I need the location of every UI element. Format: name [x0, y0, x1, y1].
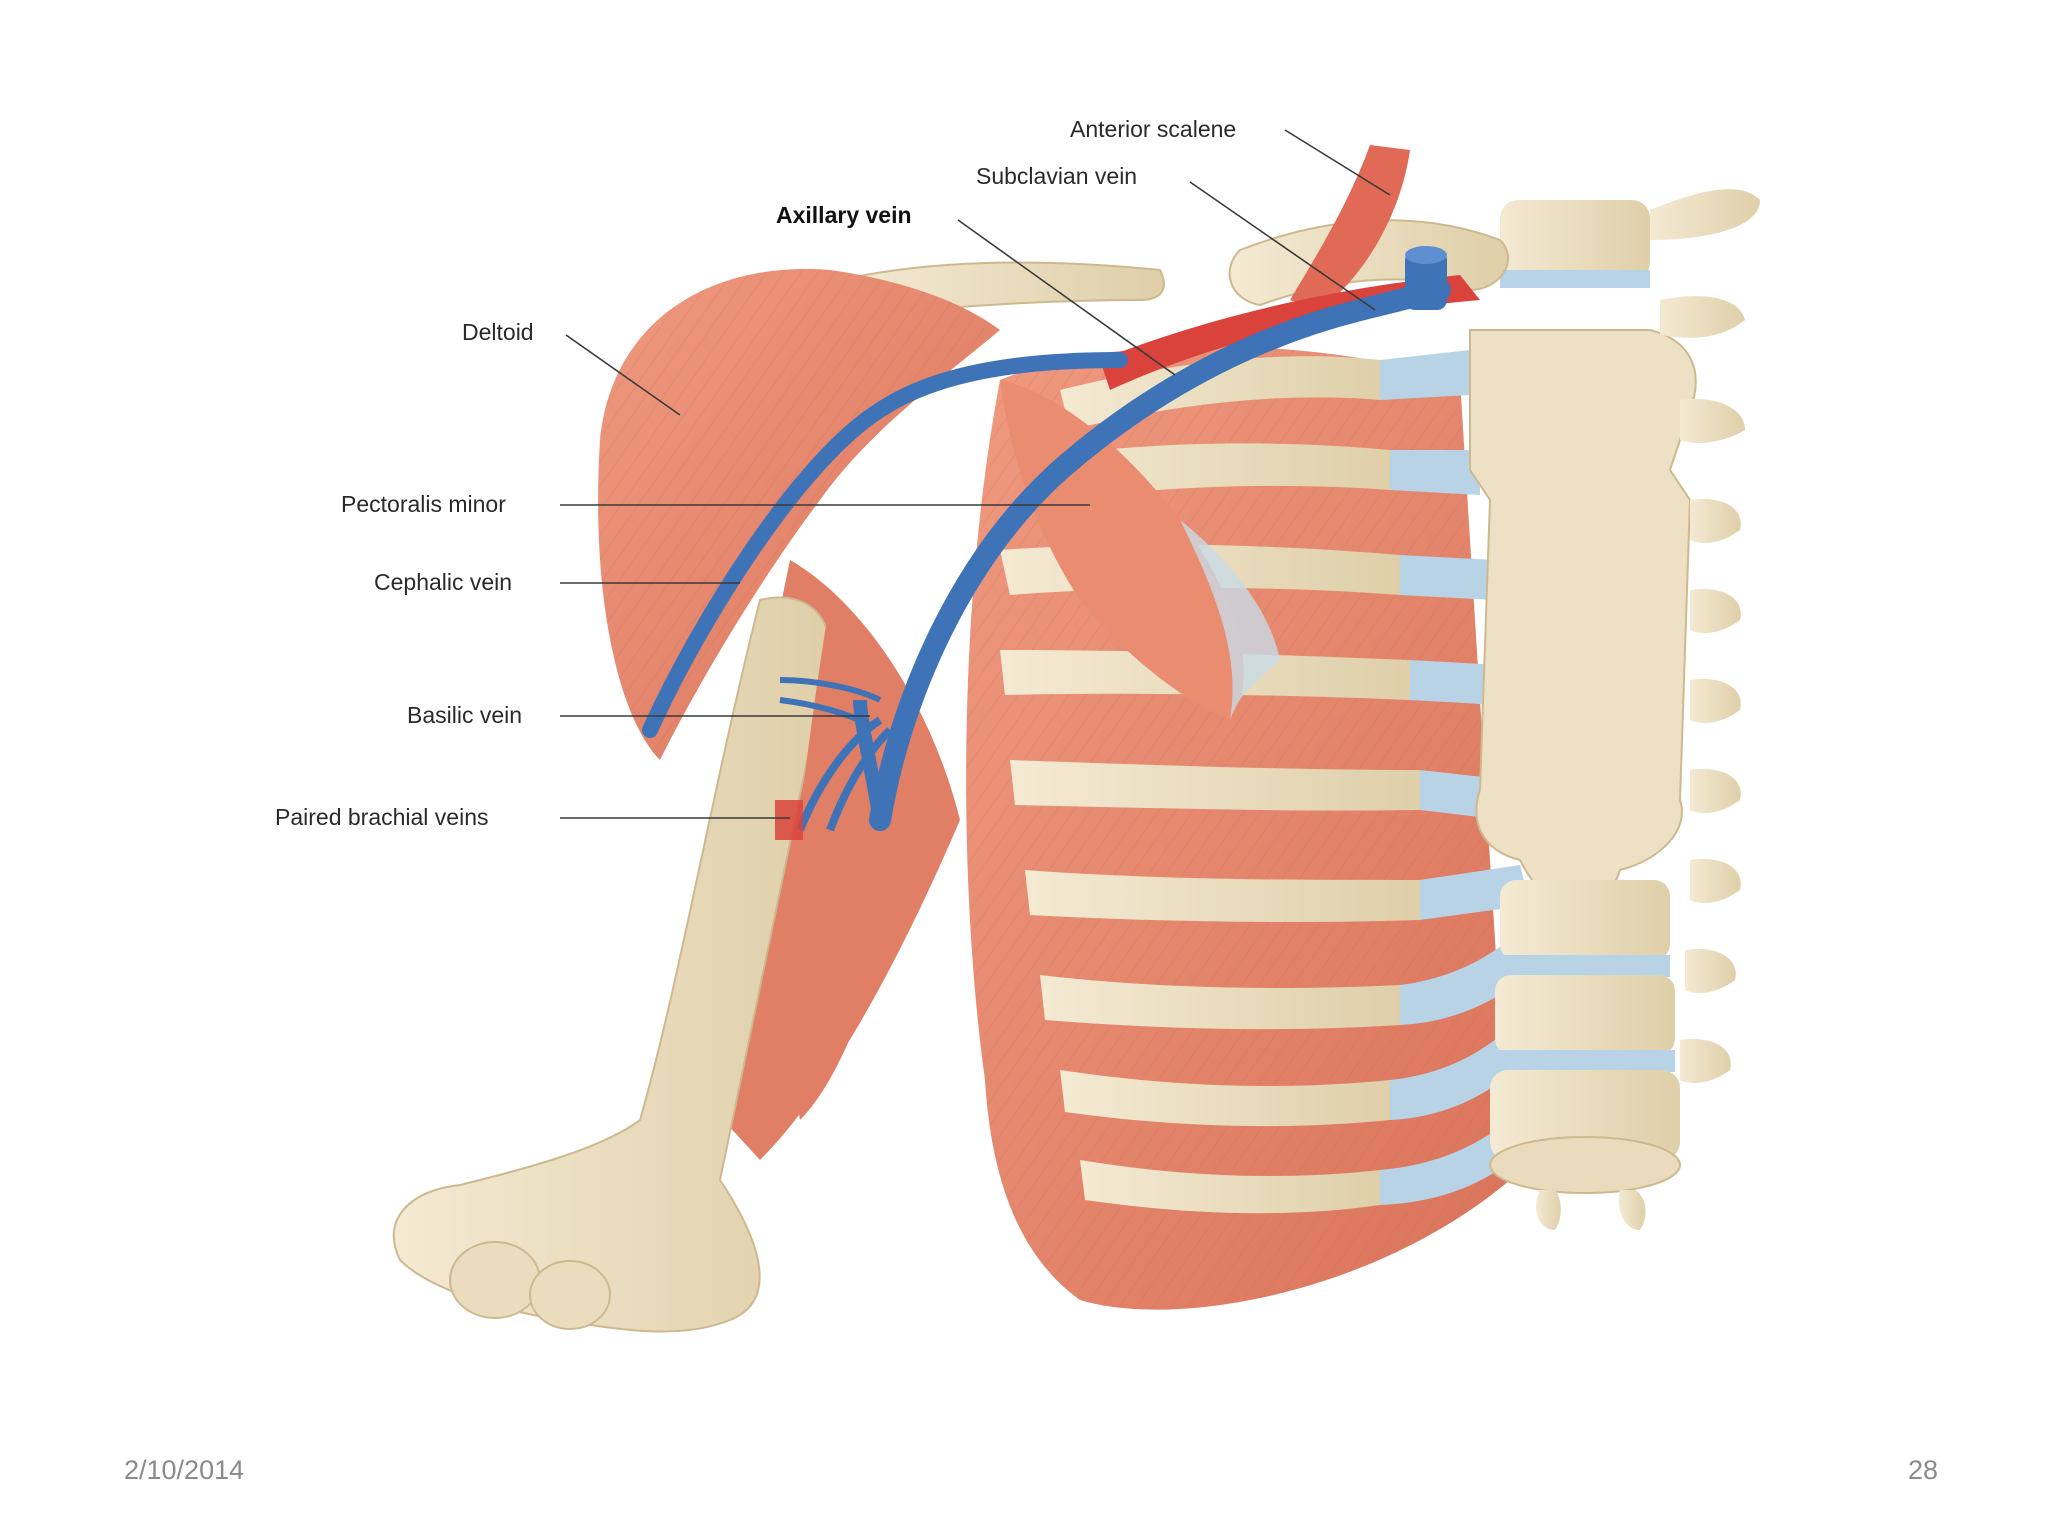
cephalic-vein: [642, 352, 1128, 738]
label-pectoralis-minor: Pectoralis minor: [341, 491, 506, 517]
vertebral-column: [1489, 189, 1760, 1230]
sternum: [1469, 329, 1697, 917]
basilic-vein: [853, 699, 887, 822]
humerus-condyle-2: [529, 1260, 611, 1330]
label-subclavian-vein: Subclavian vein: [976, 163, 1137, 189]
brachial-vein-2: [826, 727, 893, 832]
label-paired-brachial-veins: Paired brachial veins: [275, 804, 489, 830]
footer-date: 2/10/2014: [124, 1455, 245, 1485]
label-deltoid: Deltoid: [462, 319, 534, 345]
pectoralis-minor-tendon: [1180, 520, 1280, 720]
subclavian-vein-lumen: [1405, 246, 1447, 264]
subclavian-vein-stump: [1405, 250, 1447, 310]
labels: Anterior scalene Subclavian vein Axillar…: [275, 116, 1391, 830]
label-axillary-vein: Axillary vein: [776, 202, 912, 228]
brachial-artery-cut: [775, 800, 803, 840]
axillary-vein: [869, 279, 1451, 831]
brachial-vein-branches: [779, 677, 882, 728]
brachial-vein-1: [796, 716, 883, 832]
label-cephalic-vein: Cephalic vein: [374, 569, 512, 595]
label-anterior-scalene: Anterior scalene: [1070, 116, 1236, 142]
label-basilic-vein: Basilic vein: [407, 702, 522, 728]
footer-page-number: 28: [1907, 1455, 1938, 1485]
brachial-muscle: [790, 600, 906, 1120]
humerus-condyle-1: [449, 1241, 541, 1319]
anterior-scalene-muscle: [1290, 145, 1410, 310]
